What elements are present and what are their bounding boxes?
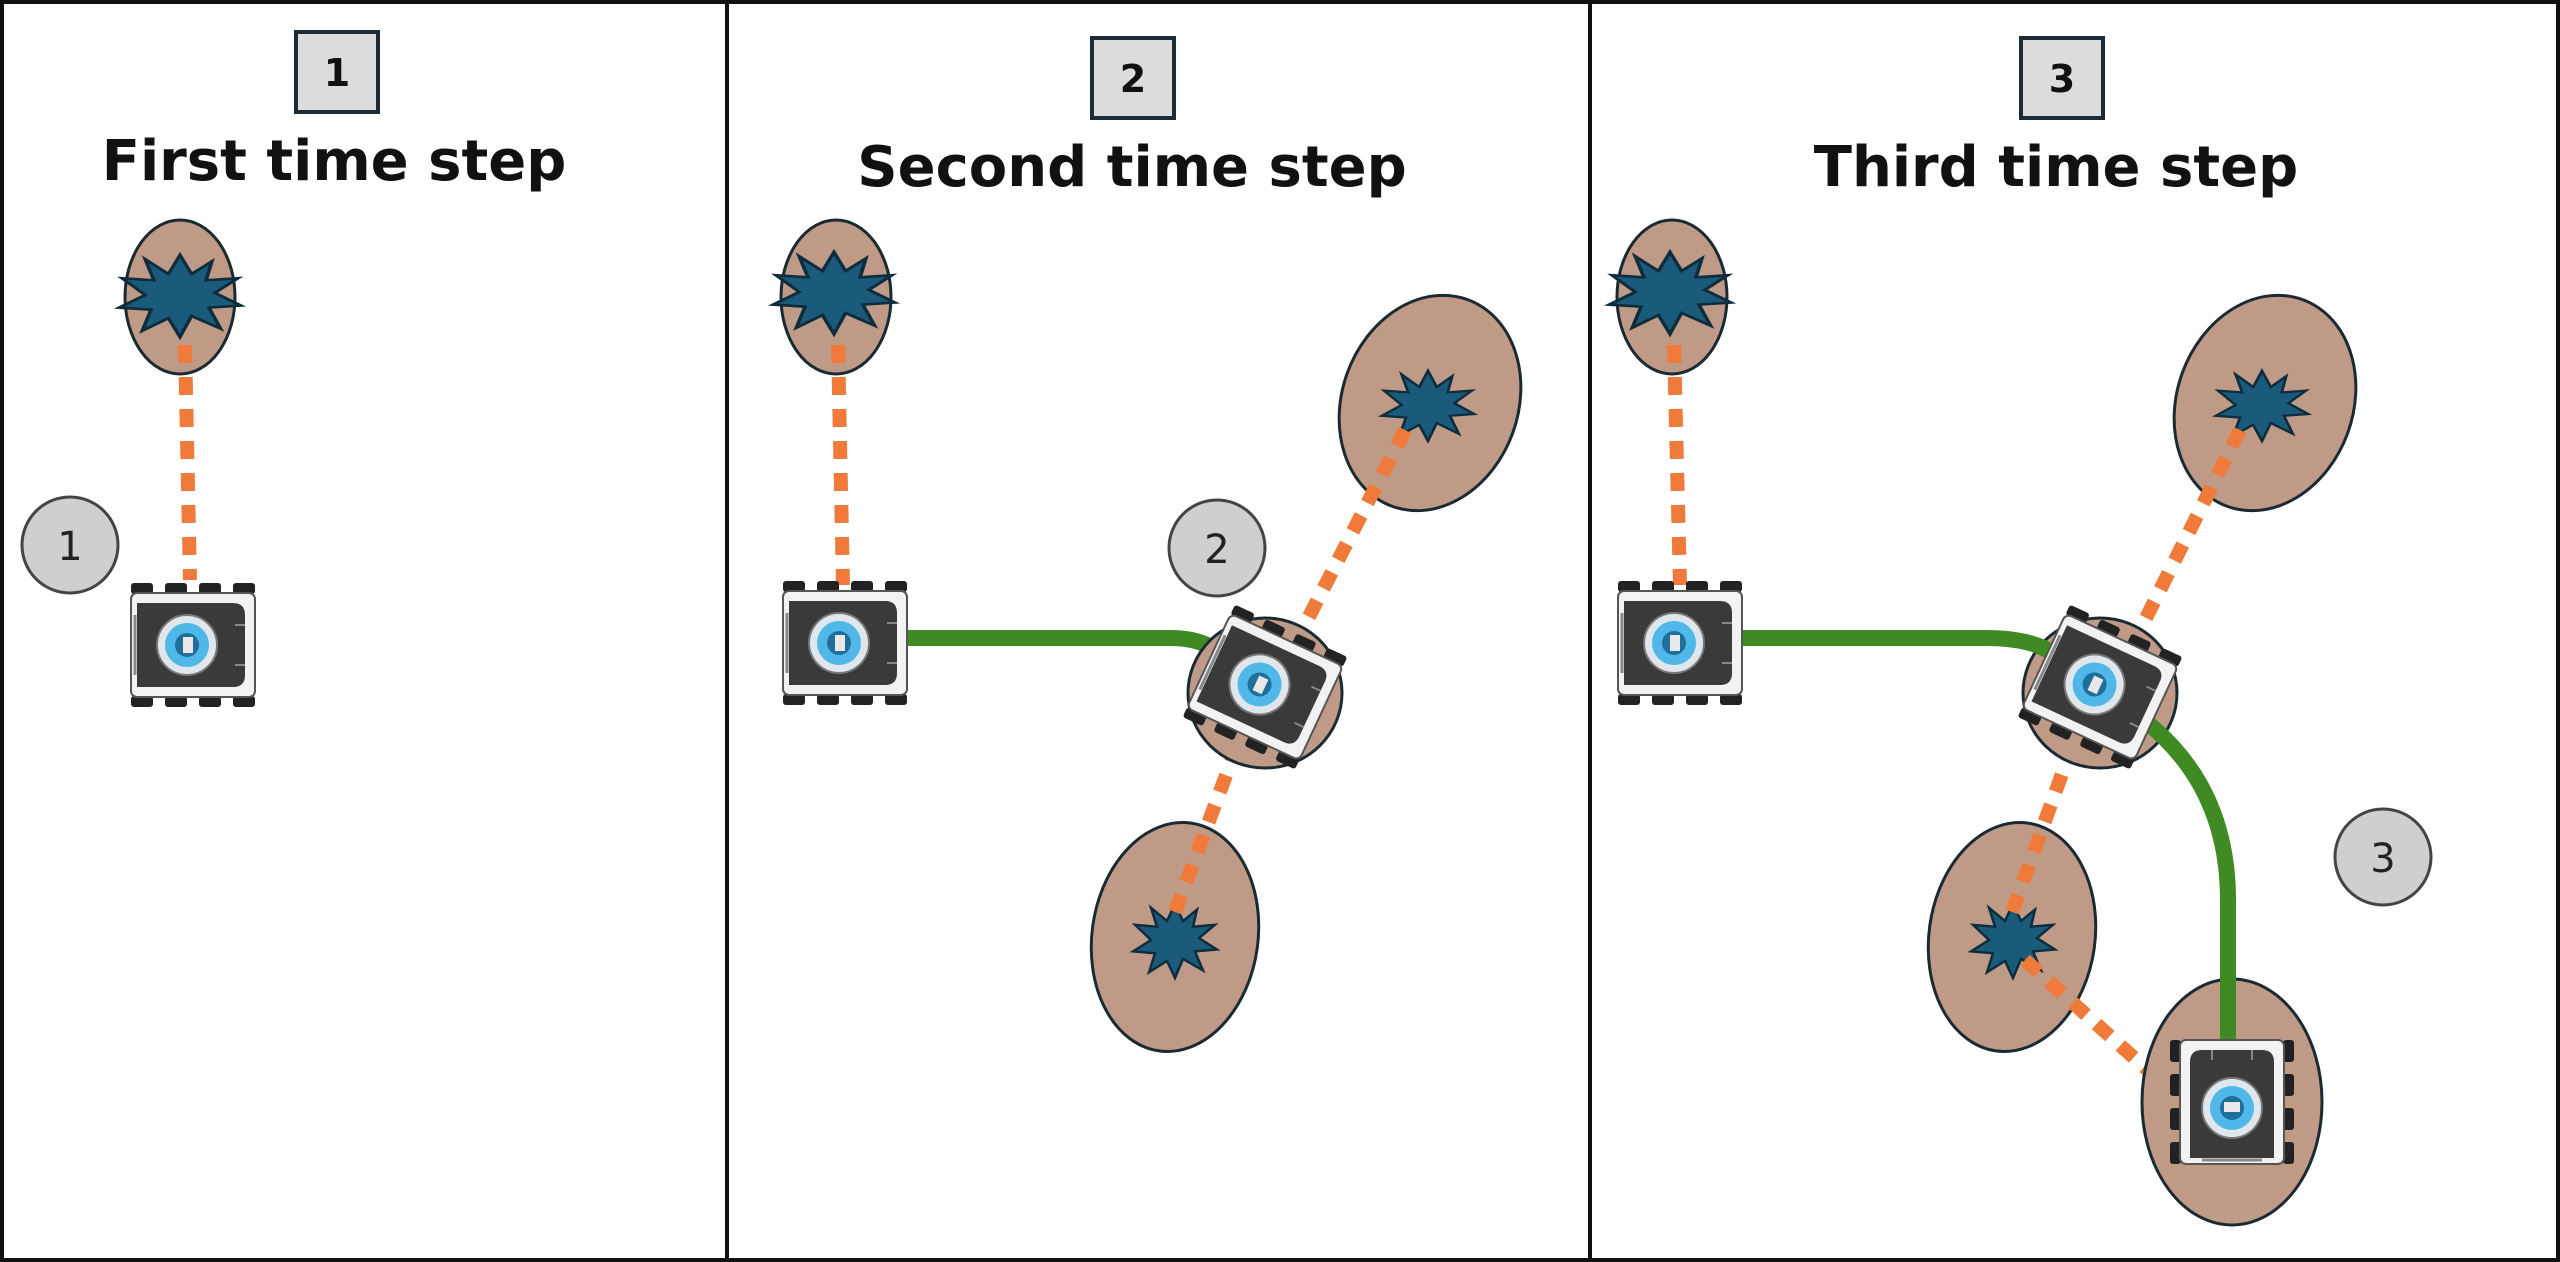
robot-trajectory (1734, 630, 2068, 668)
panel-third-time-step: 3 Third time step 3 (1607, 36, 2433, 1227)
time-marker-circle (20, 495, 120, 595)
panel-second-time-step: 2 Second time step 2 (771, 36, 1523, 1053)
robot-trajectory (897, 630, 1240, 676)
step-badge (294, 30, 380, 114)
step-badge (2019, 36, 2105, 120)
step-title: Third time step (1814, 135, 2298, 200)
step-badge-label: 1 (324, 51, 350, 95)
observation-line (831, 344, 850, 586)
observation-line (178, 344, 197, 581)
mobile-robot-icon (2168, 1038, 2296, 1166)
step-title: First time step (102, 129, 567, 194)
step-badge-label: 2 (1120, 57, 1146, 101)
observation-line (1291, 426, 1412, 642)
mobile-robot-icon (1616, 579, 1744, 707)
step-badge-label: 3 (2049, 57, 2075, 101)
time-marker-circle (2333, 807, 2433, 907)
time-marker-circle (1167, 498, 1267, 598)
step-title: Second time step (857, 135, 1406, 200)
observation-line (1667, 344, 1687, 586)
robot-trajectory (2142, 717, 2236, 1056)
time-marker-label: 3 (2370, 836, 2395, 882)
mobile-robot-icon (781, 579, 909, 707)
step-badge (1090, 36, 1176, 120)
panel-first-time-step: 1 First time step 1 (20, 30, 567, 709)
mobile-robot-icon (129, 581, 257, 709)
observation-line (2128, 426, 2247, 644)
time-marker-label: 2 (1204, 527, 1229, 573)
time-marker-label: 1 (57, 524, 82, 570)
